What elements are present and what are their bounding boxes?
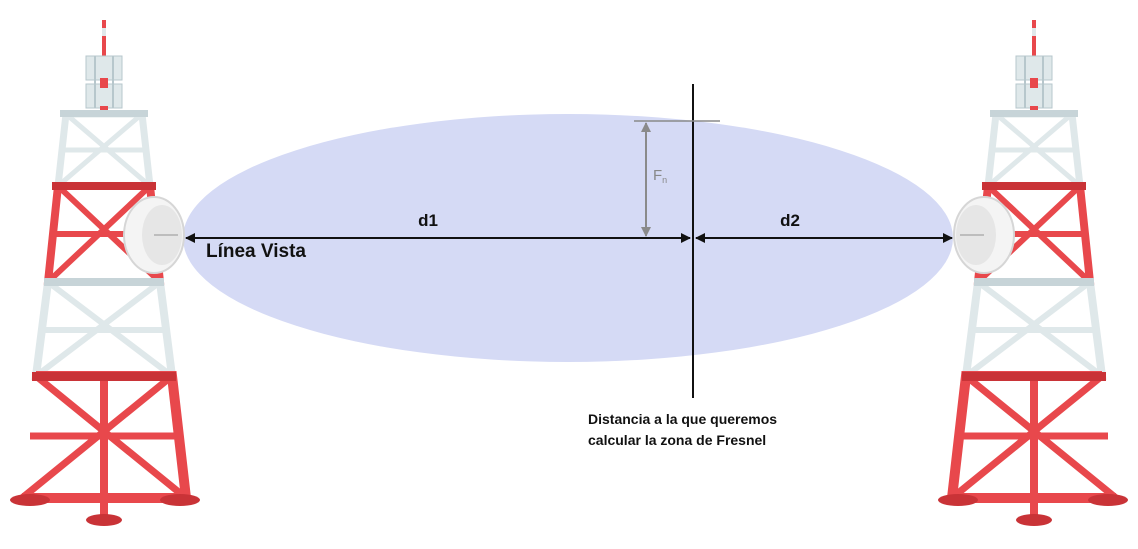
fn-label-subscript: n [662,175,667,185]
right-satellite-dish-icon [953,196,1015,274]
fn-label-main: F [653,167,662,184]
left-tower-icon [10,20,200,526]
right-tower-icon [938,20,1128,526]
d1-label: d1 [418,211,438,230]
distance-note-line2: calcular la zona de Fresnel [588,432,766,448]
distance-note-line1: Distancia a la que queremos [588,411,777,427]
line-of-sight-label: Línea Vista [206,241,306,262]
fn-label: Fn [653,167,667,185]
d2-label: d2 [780,211,800,230]
left-satellite-dish-icon [123,196,185,274]
